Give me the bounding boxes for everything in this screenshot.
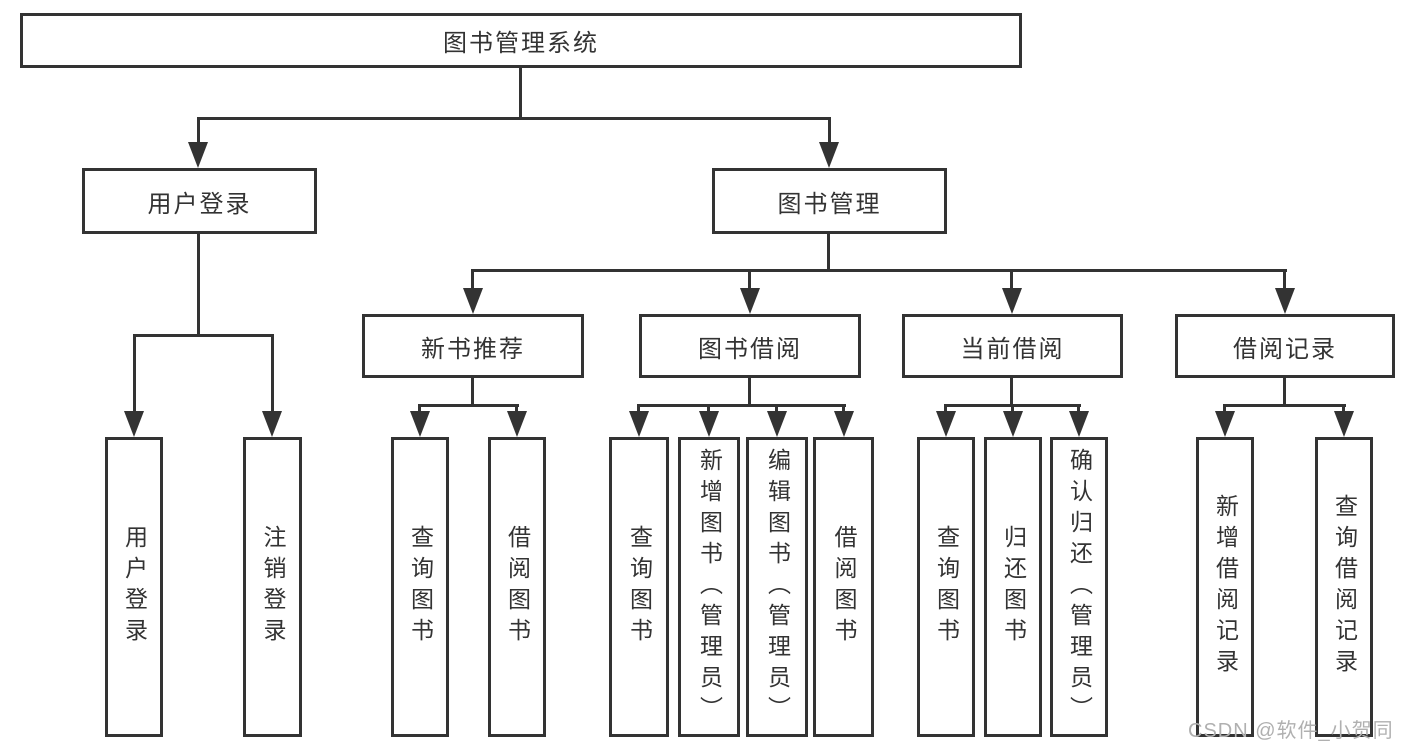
connector-line [637, 406, 640, 413]
connector-line [197, 234, 200, 334]
node-label: 图书借阅 [698, 335, 802, 363]
leaf-user-login: 用户登录 [105, 437, 163, 737]
connector-line [748, 378, 751, 405]
connector-line [827, 234, 830, 272]
arrow-down-icon [1002, 288, 1022, 314]
connector-line [1223, 404, 1346, 407]
csdn-watermark: CSDN @软件_小贺同学 [1188, 720, 1394, 742]
leaf-query-books-current: 查询图书 [917, 437, 975, 737]
connector-line [775, 406, 778, 413]
connector-line [1010, 271, 1013, 290]
node-borrow-records: 借阅记录 [1175, 314, 1395, 378]
connector-line [944, 406, 947, 413]
leaf-label: 借阅图书 [504, 525, 531, 649]
node-label: 用户登录 [147, 190, 252, 218]
node-label: 借阅记录 [1233, 335, 1337, 363]
leaf-logout: 注销登录 [243, 437, 302, 737]
leaf-query-books-recommend: 查询图书 [391, 437, 449, 737]
leaf-return-books: 归还图书 [984, 437, 1042, 737]
leaf-edit-books-admin: 编辑图书（管理员） [746, 437, 808, 737]
arrow-down-icon [767, 411, 787, 437]
leaf-add-borrow-record: 新增借阅记录 [1196, 437, 1254, 737]
arrow-down-icon [1215, 411, 1235, 437]
arrow-down-icon [410, 411, 430, 437]
connector-line [1223, 406, 1226, 413]
leaf-label: 借阅图书 [831, 525, 857, 649]
leaf-label: 新增图书（管理员） [696, 447, 723, 727]
connector-line [707, 406, 710, 413]
arrow-down-icon [699, 411, 719, 437]
connector-line [944, 404, 1081, 407]
node-current-borrow: 当前借阅 [902, 314, 1123, 378]
connector-line [1283, 378, 1286, 405]
leaf-add-books-admin: 新增图书（管理员） [678, 437, 740, 737]
connector-line [197, 119, 200, 144]
arrow-down-icon [463, 288, 483, 314]
leaf-query-books-borrow: 查询图书 [609, 437, 669, 737]
leaf-label: 用户登录 [121, 525, 148, 649]
connector-line [471, 269, 1287, 272]
leaf-label: 查询图书 [407, 525, 434, 649]
node-book-borrow: 图书借阅 [639, 314, 861, 378]
leaf-label: 确认归还（管理员） [1066, 447, 1093, 727]
connector-line [1342, 406, 1345, 413]
leaf-borrow-books-recommend: 借阅图书 [488, 437, 546, 737]
leaf-borrow-books: 借阅图书 [813, 437, 874, 737]
leaf-label: 查询图书 [626, 525, 653, 649]
leaf-query-borrow-record: 查询借阅记录 [1315, 437, 1373, 737]
node-label: 图书管理 [777, 190, 882, 218]
arrow-down-icon [188, 142, 208, 168]
arrow-down-icon [936, 411, 956, 437]
connector-line [471, 378, 474, 405]
arrow-down-icon [1275, 288, 1295, 314]
node-label: 新书推荐 [421, 335, 525, 363]
connector-line [748, 271, 751, 290]
node-new-book-recommend: 新书推荐 [362, 314, 584, 378]
connector-line [471, 271, 474, 290]
node-user-login: 用户登录 [82, 168, 317, 234]
leaf-label: 编辑图书（管理员） [764, 447, 791, 727]
connector-line [271, 336, 274, 413]
arrow-down-icon [629, 411, 649, 437]
arrow-down-icon [834, 411, 854, 437]
node-label: 图书管理系统 [443, 30, 599, 57]
leaf-label: 新增借阅记录 [1212, 494, 1239, 680]
leaf-confirm-return-admin: 确认归还（管理员） [1050, 437, 1108, 737]
connector-line [1011, 406, 1014, 413]
connector-line [133, 336, 136, 413]
arrow-down-icon [124, 411, 144, 437]
arrow-down-icon [507, 411, 527, 437]
arrow-down-icon [1334, 411, 1354, 437]
arrow-down-icon [262, 411, 282, 437]
leaf-label: 归还图书 [1000, 525, 1027, 649]
connector-line [515, 406, 518, 413]
connector-line [418, 406, 421, 413]
connector-line [1010, 378, 1013, 405]
arrow-down-icon [1003, 411, 1023, 437]
arrow-down-icon [1069, 411, 1089, 437]
connector-line [842, 406, 845, 413]
connector-line [197, 117, 831, 120]
node-system-root: 图书管理系统 [20, 13, 1022, 68]
connector-line [637, 404, 846, 407]
connector-line [828, 119, 831, 144]
connector-line [133, 334, 274, 337]
node-label: 当前借阅 [960, 335, 1065, 363]
arrow-down-icon [819, 142, 839, 168]
arrow-down-icon [740, 288, 760, 314]
leaf-label: 注销登录 [260, 525, 286, 649]
connector-line [519, 68, 522, 117]
connector-line [1077, 406, 1080, 413]
connector-line [418, 404, 519, 407]
leaf-label: 查询借阅记录 [1331, 494, 1358, 680]
node-book-management: 图书管理 [712, 168, 947, 234]
leaf-label: 查询图书 [933, 525, 960, 649]
connector-line [1283, 271, 1286, 290]
